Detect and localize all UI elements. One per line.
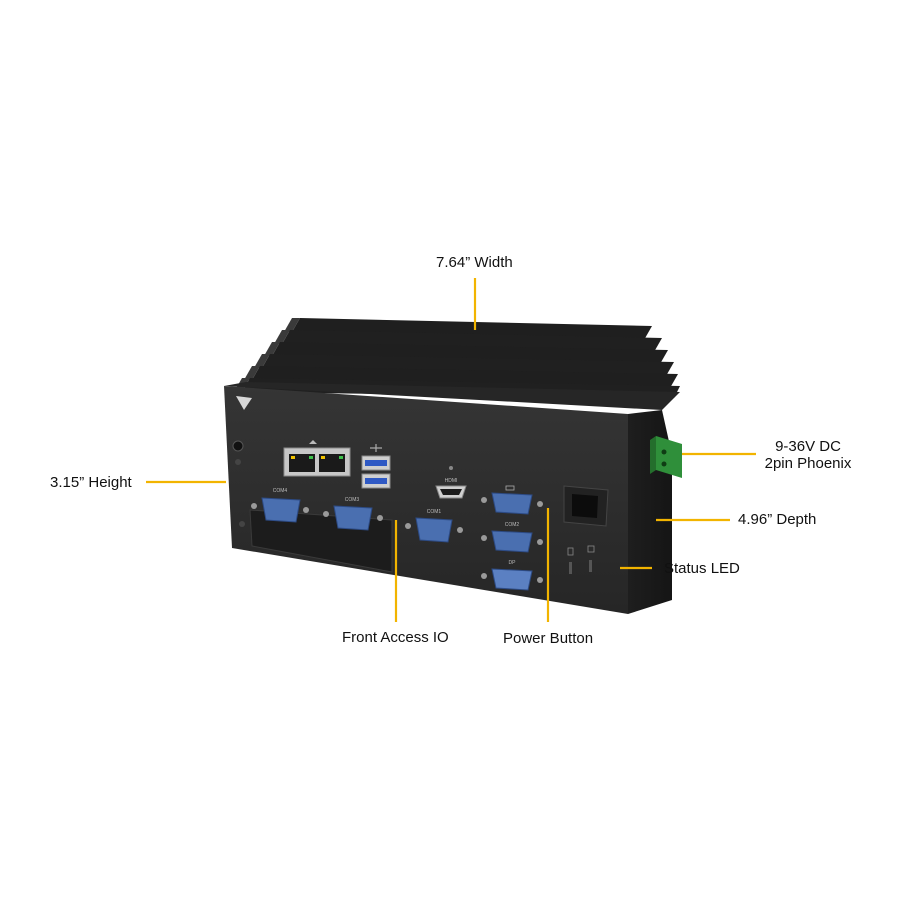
dp-port (481, 485, 543, 515)
com4-port: COM4 (251, 488, 309, 523)
front-io-callout: Front Access IO (342, 629, 449, 646)
com1-silkscreen: COM1 (427, 509, 442, 515)
width-callout: 7.64” Width (436, 254, 513, 271)
com4-silkscreen: COM4 (273, 488, 288, 494)
power-button-callout: Power Button (503, 630, 594, 647)
reset-button-icon (232, 440, 244, 452)
status-led-icons (567, 545, 595, 574)
top-edge (224, 382, 680, 410)
com3-port: COM3 (323, 497, 383, 531)
phoenix-terminal (650, 436, 682, 478)
screw-icon (235, 459, 241, 465)
brand-logo-icon (236, 396, 252, 410)
com1-port: COM1 (405, 509, 463, 543)
dp-silkscreen: DP (509, 560, 517, 566)
power-button-frame (563, 485, 609, 527)
screw-icon (239, 521, 245, 527)
com2-silkscreen: COM2 (505, 522, 520, 528)
power-input-callout: 9-36V DC 2pin Phoenix (756, 438, 860, 472)
hdmi-port: HDMI (435, 466, 467, 499)
hdmi-silkscreen: HDMI (445, 478, 458, 484)
leader-lines (146, 278, 756, 622)
lan-ports (283, 440, 351, 477)
power-input-line2: 2pin Phoenix (764, 455, 852, 472)
height-callout: 3.15” Height (50, 474, 132, 491)
vga-port: DP (481, 560, 543, 591)
com2-port: COM2 (481, 522, 543, 553)
usb-ports (361, 444, 391, 489)
status-led-callout: Status LED (664, 560, 740, 577)
power-input-line1: 9-36V DC (775, 438, 841, 455)
depth-callout: 4.96” Depth (738, 511, 817, 528)
com3-silkscreen: COM3 (345, 497, 360, 503)
